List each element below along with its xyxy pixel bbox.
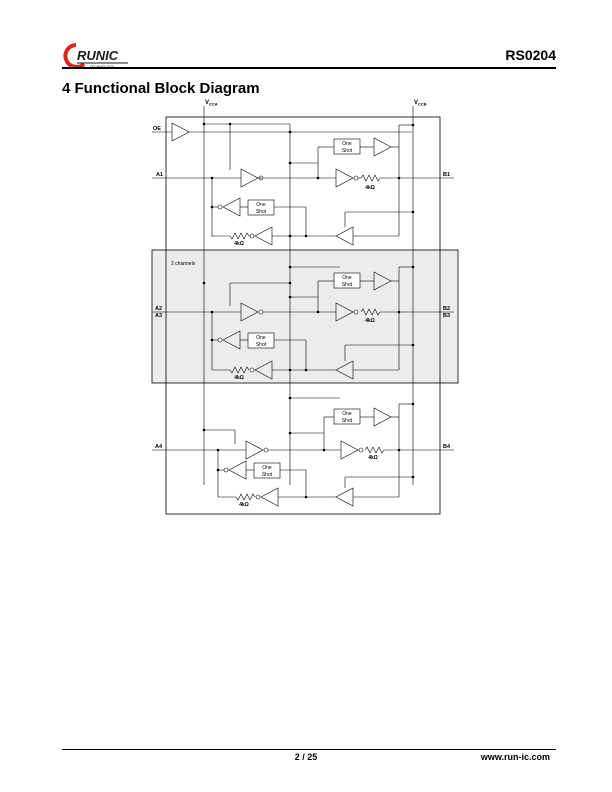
pin-a3-label: A3 xyxy=(155,313,162,319)
resistor-label-1: 4kΩ xyxy=(365,185,375,191)
one-shot-2-line1: One xyxy=(256,202,266,208)
section-title: 4 Functional Block Diagram xyxy=(62,80,260,97)
one-shot-1-line1: One xyxy=(342,141,352,147)
header-rule xyxy=(62,67,556,69)
website-link[interactable]: www.run-ic.com xyxy=(480,752,550,762)
one-shot-4-line1: One xyxy=(256,335,266,341)
pin-b4-label: B4 xyxy=(443,444,451,450)
resistor-label-6: 4kΩ xyxy=(239,502,249,508)
pin-a1-label: A1 xyxy=(156,172,163,178)
chip-outline xyxy=(165,116,441,515)
pin-b3-label: B3 xyxy=(443,313,450,319)
pin-b1-label: B1 xyxy=(443,172,450,178)
one-shot-6-line2: Shot xyxy=(262,472,273,478)
one-shot-2-line2: Shot xyxy=(256,209,267,215)
one-shot-3-line1: One xyxy=(342,275,352,281)
two-channel-region xyxy=(151,249,459,384)
footer-rule xyxy=(62,749,556,750)
one-shot-4-line2: Shot xyxy=(256,342,267,348)
resistor-label-4: 4kΩ xyxy=(234,375,244,381)
one-shot-5-line1: One xyxy=(342,411,352,417)
resistor-label-5: 4kΩ xyxy=(368,455,378,461)
pin-b2-label: B2 xyxy=(443,306,450,312)
vcca-label: VCCA xyxy=(205,100,218,107)
runic-logo: RUNIC TECHNOLOGY xyxy=(63,43,128,69)
resistor-label-3: 4kΩ xyxy=(365,318,375,324)
one-shot-5-line2: Shot xyxy=(342,418,353,424)
logo-text: RUNIC xyxy=(77,48,119,63)
page-number: 2 / 25 xyxy=(294,752,318,762)
resistor-label-2: 4kΩ xyxy=(234,241,244,247)
one-shot-1-line2: Shot xyxy=(342,148,353,154)
two-channels-note: 2 channels xyxy=(171,261,196,267)
one-shot-6-line1: One xyxy=(262,465,272,471)
pin-a4-label: A4 xyxy=(155,444,163,450)
vccb-label: VCCB xyxy=(414,100,427,107)
functional-block-diagram: VCCA VCCB OE A1 A2 A3 A4 B1 B2 B3 B4 2 c… xyxy=(151,100,459,515)
part-number: RS0204 xyxy=(505,47,556,63)
one-shot-3-line2: Shot xyxy=(342,282,353,288)
pin-oe-label: OE xyxy=(153,126,161,132)
pin-a2-label: A2 xyxy=(155,306,162,312)
